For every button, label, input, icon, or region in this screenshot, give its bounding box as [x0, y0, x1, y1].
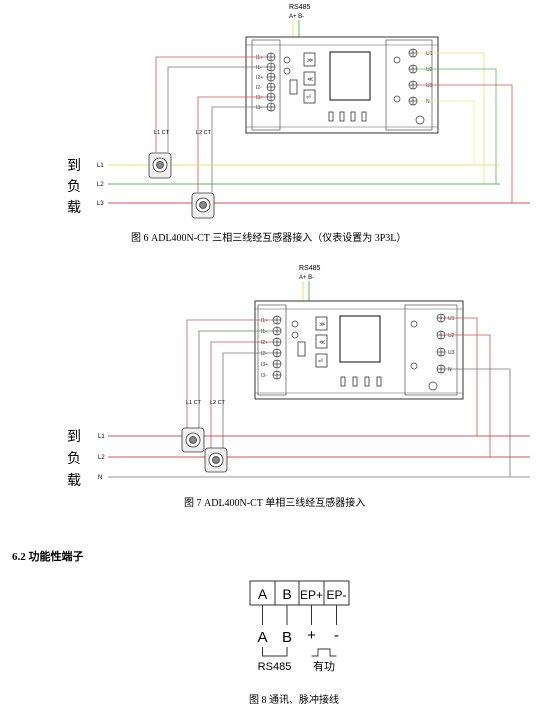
fig6-rs485-label: RS485 [289, 4, 311, 11]
fig8-group-rs485: RS485 [258, 661, 292, 673]
fig8-caption: 图 8 通讯、脉冲接线 [249, 693, 339, 706]
fig6-terminal-i1n: I1- [256, 65, 262, 71]
fig6-ct-label-1: L1 CT [154, 130, 170, 136]
fig7-terminal-i2p: I2+ [261, 340, 268, 346]
fig7-i1p-wire [186, 319, 273, 428]
fig6-ct-label-2: L2 CT [196, 130, 212, 136]
svg-text:≪: ≪ [307, 77, 313, 83]
fig6-line-l1-label: L1 [97, 163, 104, 169]
fig7-ct-label-1: L1 CT [186, 400, 202, 406]
fig8-terminal-b: B [282, 586, 291, 602]
fig6-line-l3-label: L3 [97, 201, 104, 207]
fig6-load-label-1: 到 [67, 158, 81, 174]
fig6-ct-clamp-2 [191, 192, 215, 219]
fig8-pulse-icon [311, 648, 337, 657]
fig8-terminal-a: A [258, 586, 268, 602]
fig6-i2p-wire [197, 96, 267, 192]
fig6-terminal-i2p: I2+ [256, 75, 263, 81]
fig6-terminal-i3n: I3- [256, 105, 262, 111]
fig7-line-l2-label: L2 [98, 455, 105, 461]
fig6-terminal-u2: U2 [426, 67, 433, 73]
fig6-screen [329, 51, 371, 101]
svg-text:≫: ≫ [307, 58, 313, 64]
fig7-ct-label-2: L2 CT [210, 400, 226, 406]
fig7-line-l1-label: L1 [98, 434, 105, 440]
fig7-line-n-label: N [98, 475, 102, 481]
fig8-terminal-box-a [249, 580, 276, 606]
fig6-n-wire [417, 100, 475, 165]
fig7-terminal-u1: U1 [448, 316, 455, 322]
svg-text:≪: ≪ [319, 340, 325, 346]
fig6-i1n-wire [167, 66, 267, 152]
fig6-u3-wire [417, 84, 513, 203]
fig6-load-label-2: 负 [67, 179, 81, 195]
fig8-signal-minus: - [334, 627, 339, 644]
fig7-terminal-i2n: I2- [261, 351, 267, 357]
fig6-u1-wire [417, 52, 485, 184]
fig8-terminal-box-epp [298, 580, 325, 606]
fig7-screen [339, 315, 381, 363]
fig6-i1p-wire [155, 56, 267, 152]
fig6-ct-clamp-1 [148, 152, 172, 179]
fig7-rs485-pins: A+ B- [299, 275, 314, 281]
fig8-terminal-epp: EP+ [300, 588, 323, 602]
fig7-terminal-i1p: I1+ [261, 318, 268, 324]
fig7-load-label-1: 到 [67, 429, 81, 445]
fig6-terminal-u1: U1 [426, 51, 433, 57]
fig8-signal-b: B [282, 629, 292, 646]
fig6-line-l2-label: L2 [97, 182, 104, 188]
fig7-terminal-u3: U3 [448, 350, 455, 356]
figure-7: RS485 A+ B- I1+ I1- [67, 265, 530, 509]
fig6-load-label-3: 载 [67, 200, 81, 216]
fig6-i2n-wire [211, 106, 267, 192]
fig7-rs485-label: RS485 [299, 265, 321, 272]
fig8-rs485-bracket [262, 647, 288, 657]
fig7-n-wire [445, 368, 511, 477]
fig7-terminal-n: N [448, 367, 452, 373]
fig7-load-label-2: 负 [67, 451, 81, 467]
section-title: 6.2 功能性端子 [12, 549, 84, 563]
fig8-signal-plus: + [307, 627, 316, 644]
fig7-terminal-i3n: I3- [261, 373, 267, 379]
fig7-terminal-i3p: I3+ [261, 362, 268, 368]
fig7-i1n-wire [198, 330, 273, 428]
svg-text:≫: ≫ [319, 322, 325, 328]
fig7-terminal-u2: U2 [448, 333, 455, 339]
fig6-terminal-i3p: I3+ [256, 95, 263, 101]
fig8-terminal-epn: EP- [326, 588, 346, 602]
fig6-caption: 图 6 ADL400N-CT 三相三线经互感器接入（仪表设置为 3P3L） [131, 231, 406, 244]
fig6-terminal-i1p: I1+ [256, 55, 263, 61]
fig6-terminal-u3: U3 [426, 83, 433, 89]
fig6-terminal-n: N [426, 99, 430, 105]
fig7-load-label-3: 载 [67, 473, 81, 489]
fig6-terminal-i2n: I2- [256, 85, 262, 91]
fig7-i2p-wire [210, 341, 273, 448]
fig7-ct-clamp-2 [204, 447, 228, 473]
figure-8: A B EP+ EP- A B + - RS485 有功 图 8 通讯、脉冲接线 [249, 580, 350, 706]
figure-6: RS485 A+ B- I1+ [67, 4, 530, 244]
fig8-terminal-box-b [274, 580, 300, 606]
svg-text:⏎: ⏎ [306, 94, 311, 101]
fig7-ct-clamp-1 [181, 427, 205, 453]
fig8-signal-a: A [257, 629, 267, 646]
svg-text:⏎: ⏎ [318, 358, 323, 365]
fig6-u2-wire [417, 68, 497, 184]
fig7-meter: I1+ I1- I2+ I2- I3+ I3- ≫ ≪ ⏎ [254, 300, 464, 400]
fig7-u1-wire [445, 317, 478, 436]
fig7-i2n-wire [222, 352, 273, 448]
fig7-caption: 图 7 ADL400N-CT 单相三线经互感器接入 [184, 496, 365, 509]
fig8-group-active: 有功 [313, 659, 335, 673]
fig6-rs485-pins: A+ B- [289, 14, 304, 20]
fig6-meter: I1+ I1- I2+ I2- I3+ I3- ≫ ≪ ⏎ [245, 36, 439, 134]
fig7-u2-wire [445, 334, 491, 457]
fig7-terminal-i1n: I1- [261, 329, 267, 335]
